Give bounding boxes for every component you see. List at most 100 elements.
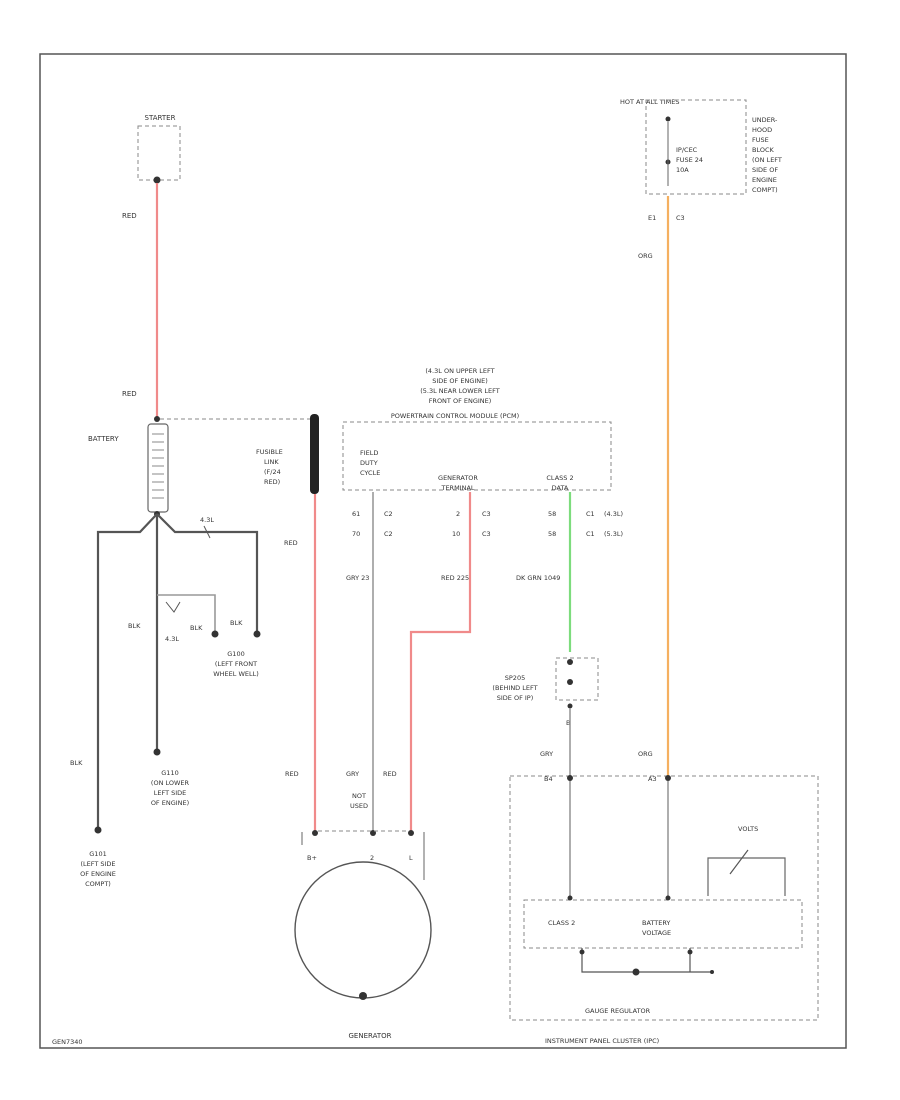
a3l-label-lower: 4.3L: [165, 635, 179, 643]
ipc-name-label: INSTRUMENT PANEL CLUSTER (IPC): [545, 1037, 659, 1045]
pcm-pin-table: 61 C2 2 C3 58 C1 (4.3L) 70 C2 10 C3 58 C…: [352, 510, 623, 538]
pin-r1-c3: 2: [456, 510, 460, 518]
ipc-pin-a3: A3: [648, 775, 657, 783]
red-wire-label-mid: RED: [122, 390, 137, 398]
pin-r1-c7: (4.3L): [604, 510, 623, 518]
fusible-link-label-4: RED): [264, 478, 280, 486]
sp205-label-3: SIDE OF IP): [497, 694, 534, 702]
dk-grn-label: DK GRN 1049: [516, 574, 560, 582]
gen-l: L: [409, 854, 413, 862]
diagram-id: GEN7340: [52, 1038, 83, 1046]
fusible-link: FUSIBLE LINK (F/24 RED): [256, 414, 319, 494]
sp205-label-2: (BEHIND LEFT: [492, 684, 537, 692]
conn-b-label: B: [566, 719, 570, 727]
pin-r1-c4: C3: [482, 510, 491, 518]
g110-label-3: LEFT SIDE: [154, 789, 187, 797]
underhood-7: ENGINE: [752, 176, 777, 184]
underhood-5: (ON LEFT: [752, 156, 782, 164]
pcm-location-4: FRONT OF ENGINE): [429, 397, 492, 405]
underhood-4: BLOCK: [752, 146, 775, 154]
underhood-2: HOOD: [752, 126, 772, 134]
volts-label: VOLTS: [738, 825, 758, 833]
fuse-pin-2: C3: [676, 214, 685, 222]
fusible-link-label-3: (F/24: [264, 468, 281, 476]
ground-g100-label: G100 (LEFT FRONT WHEEL WELL): [213, 650, 259, 678]
fuse-pin-1: E1: [648, 214, 656, 222]
pcm-location-2: SIDE OF ENGINE): [432, 377, 488, 385]
underhood-1: UNDER-: [752, 116, 778, 124]
instrument-panel-cluster: B4 A3 VOLTS CLASS 2 BATTERY VOLTAGE GAUG…: [509, 775, 819, 1045]
field-duty-1: FIELD: [360, 449, 378, 457]
battery-component: BATTERY: [88, 416, 310, 517]
generator-component: NOT USED B+ 2 L GENERATOR: [294, 792, 432, 1040]
ground-g110-label: G110 (ON LOWER LEFT SIDE OF ENGINE): [151, 769, 190, 807]
ipc-pin-b4: B4: [544, 775, 553, 783]
ipc-fuse-2: FUSE 24: [676, 156, 703, 164]
blk-label-d: BLK: [70, 759, 83, 767]
pcm-location-1: (4.3L ON UPPER LEFT: [425, 367, 494, 375]
pin-r2-c6: C1: [586, 530, 595, 538]
pin-r2-c3: 10: [452, 530, 460, 538]
battery-ground-wires: 4.3L BLK BLK BLK 4.3L BLK: [70, 513, 261, 834]
splice-sp205: SP205 (BEHIND LEFT SIDE OF IP) B: [492, 657, 599, 727]
not-used-1: NOT: [352, 792, 366, 800]
fusible-link-label-1: FUSIBLE: [256, 448, 283, 456]
ground-4-3l-label-top: 4.3L: [200, 516, 214, 524]
pin-r2-c5: 58: [548, 530, 556, 538]
gry-ipc-label: GRY: [540, 750, 553, 758]
gauge-regulator-label: GAUGE REGULATOR: [585, 1007, 651, 1015]
class2-top-2: DATA: [552, 484, 569, 492]
red-label-left-pcm: RED: [284, 539, 298, 547]
g100-label-1: G100: [227, 650, 244, 658]
diagram-border: [39, 53, 847, 1049]
starter-label: STARTER: [145, 114, 176, 122]
pcm-location-note: (4.3L ON UPPER LEFT SIDE OF ENGINE) (5.3…: [420, 367, 500, 405]
gry-23-label: GRY 23: [346, 574, 369, 582]
g110-label-4: OF ENGINE): [151, 799, 189, 807]
hot-at-all-times-label: HOT AT ALL TIMES: [620, 98, 680, 106]
red-wire-gen-terminal: [409, 492, 472, 832]
gen-2: 2: [370, 854, 374, 862]
sp205-label-1: SP205: [505, 674, 525, 682]
battery-voltage-2: VOLTAGE: [642, 929, 671, 937]
pcm-component: POWERTRAIN CONTROL MODULE (PCM) FIELD DU…: [342, 412, 612, 492]
pin-r1-c1: 61: [352, 510, 360, 518]
underhood-fuse-block: HOT AT ALL TIMES IP/CEC FUSE 24 10A UNDE…: [620, 98, 782, 222]
g110-label-2: (ON LOWER: [151, 779, 190, 787]
class2-top-1: CLASS 2: [546, 474, 573, 482]
g100-label-3: WHEEL WELL): [213, 670, 259, 678]
g110-label-1: G110: [161, 769, 178, 777]
generator-label: GENERATOR: [349, 1032, 392, 1040]
g100-label-2: (LEFT FRONT: [215, 660, 257, 668]
red-225-label: RED 225: [441, 574, 469, 582]
g101-label-3: OF ENGINE: [80, 870, 116, 878]
pin-r2-c7: (5.3L): [604, 530, 623, 538]
pcm-location-3: (5.3L NEAR LOWER LEFT: [420, 387, 500, 395]
gen-b-plus: B+: [307, 854, 317, 862]
g101-label-4: COMPT): [85, 880, 111, 888]
g101-label-2: (LEFT SIDE: [80, 860, 115, 868]
underhood-3: FUSE: [752, 136, 769, 144]
blk-label-b: BLK: [190, 624, 203, 632]
g101-label-1: G101: [89, 850, 106, 858]
ipc-fuse-3: 10A: [676, 166, 689, 174]
field-duty-2: DUTY: [360, 459, 378, 467]
underhood-8: COMPT): [752, 186, 778, 194]
pin-r1-c6: C1: [586, 510, 595, 518]
org-ipc-label: ORG: [638, 750, 653, 758]
pin-r2-c2: C2: [384, 530, 393, 538]
ground-g101-label: G101 (LEFT SIDE OF ENGINE COMPT): [80, 850, 116, 888]
battery-label: BATTERY: [88, 435, 119, 443]
red-label-generator: RED: [285, 770, 299, 778]
field-duty-3: CYCLE: [360, 469, 380, 477]
gen-terminal-1: GENERATOR: [438, 474, 478, 482]
pin-r1-c2: C2: [384, 510, 393, 518]
red-gen2-label: RED: [383, 770, 397, 778]
blk-label-a: BLK: [128, 622, 141, 630]
not-used-2: USED: [350, 802, 368, 810]
ipc-fuse-1: IP/CEC: [676, 146, 698, 154]
battery-voltage-1: BATTERY: [642, 919, 670, 927]
gry-gen-label: GRY: [346, 770, 359, 778]
pcm-name: POWERTRAIN CONTROL MODULE (PCM): [391, 412, 519, 420]
